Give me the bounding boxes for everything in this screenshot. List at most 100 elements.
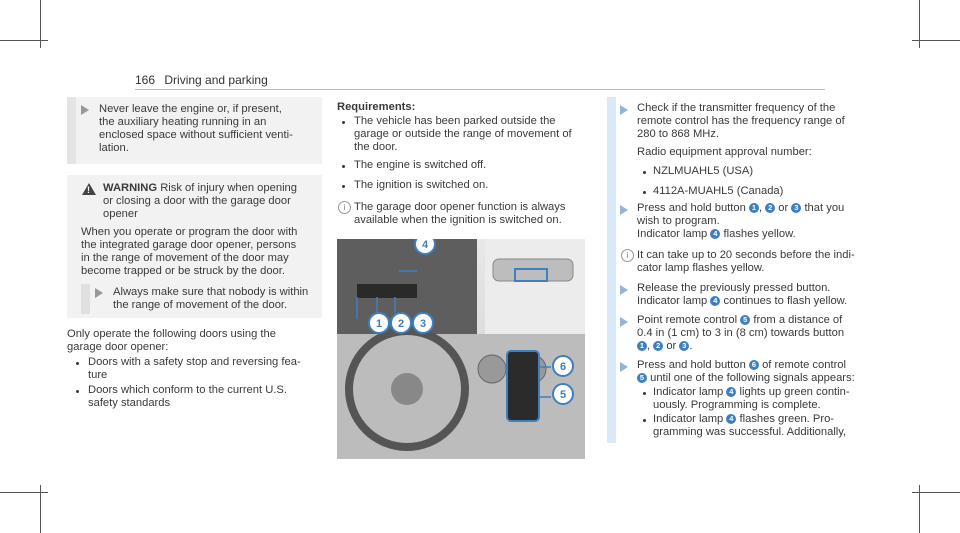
step-text: from a distance of <box>753 314 843 326</box>
warning-line: Risk of injury when opening <box>160 182 297 194</box>
badge-5: 5 <box>740 315 751 326</box>
callout-6: 6 <box>560 361 566 373</box>
bullet <box>643 419 646 422</box>
step-arrow-icon <box>81 105 89 115</box>
column-left: Never leave the engine or, if present, t… <box>67 0 322 533</box>
warning-title: WARNING <box>103 182 158 194</box>
requirements-title: Requirements: <box>337 101 416 113</box>
badge-3: 3 <box>791 203 802 214</box>
paragraph-line: garage door opener: <box>67 341 169 353</box>
info-line: The garage door opener function is alway… <box>354 201 566 213</box>
crop-mark <box>912 40 960 41</box>
crop-mark <box>0 40 48 41</box>
badge-2: 2 <box>653 341 664 352</box>
warning-step-line: Always make sure that nobody is within <box>113 286 309 298</box>
approval-item: 4112A-MUAHL5 (Canada) <box>653 185 784 197</box>
step-text: flashes green. Pro- <box>739 413 835 425</box>
step-line: gramming was successful. Additionally, <box>653 426 847 438</box>
note-line: Never leave the engine or, if present, <box>99 103 282 115</box>
bullet-line: Doors which conform to the current U.S. <box>88 384 287 396</box>
requirement-line: the door. <box>354 141 398 153</box>
crop-mark <box>0 492 48 493</box>
garage-opener-illustration: 1 2 3 4 5 6 <box>337 239 585 459</box>
callout-4: 4 <box>422 239 429 251</box>
callout-3: 3 <box>420 318 426 330</box>
car-interior-illustration: 1 2 3 4 5 6 <box>337 239 585 459</box>
air-vent <box>477 354 507 384</box>
crop-mark <box>40 0 41 48</box>
crop-mark <box>912 492 960 493</box>
info-line: It can take up to 20 seconds before the … <box>637 249 855 261</box>
requirement-line: The vehicle has been parked outside the <box>354 115 556 127</box>
bullet-line: Doors with a safety stop and reversing f… <box>88 356 301 368</box>
header-rule <box>135 89 825 90</box>
note-line: enclosed space without sufficient venti- <box>99 129 293 141</box>
indicator-lamp-highlight <box>514 268 548 282</box>
bullet-line: safety standards <box>88 397 171 409</box>
step-text: lights up green contin- <box>739 386 850 398</box>
step-text: flashes yellow. <box>723 228 796 240</box>
badge-6: 6 <box>748 360 759 371</box>
step-text: Indicator lamp <box>637 228 708 240</box>
step-bar <box>607 97 616 443</box>
note-line: the auxiliary heating running in an <box>99 116 267 128</box>
badge-4: 4 <box>726 414 737 425</box>
step-line: uously. Programming is complete. <box>653 399 821 411</box>
approval-label: Radio equipment approval number: <box>637 146 812 158</box>
step-text: Indicator lamp <box>637 295 708 307</box>
crop-mark <box>919 0 920 48</box>
callout-2: 2 <box>398 318 404 330</box>
warning-step-line: the range of movement of the door. <box>113 299 288 311</box>
or-text: or <box>778 202 789 214</box>
warning-body-line: the integrated garage door opener, perso… <box>81 239 297 251</box>
warning-line: opener <box>103 208 138 220</box>
steering-hub <box>391 373 423 405</box>
crop-mark <box>40 485 41 533</box>
warning-line: or closing a door with the garage door <box>103 195 291 207</box>
page-header: 166 Driving and parking <box>135 73 268 87</box>
badge-5: 5 <box>637 373 647 384</box>
step-arrow-icon <box>620 317 628 327</box>
remote-control <box>506 350 540 422</box>
step-line: 280 to 868 MHz. <box>637 128 720 140</box>
step-arrow-icon <box>620 205 628 215</box>
badge-1: 1 <box>748 203 759 214</box>
step-text: that you <box>804 202 845 214</box>
note-box <box>67 97 322 164</box>
windscreen-view <box>485 239 585 334</box>
warning-icon <box>82 183 96 197</box>
warning-body-line: become trapped or be struck by the door. <box>81 265 285 277</box>
bullet <box>342 165 345 168</box>
button-strip <box>357 284 417 298</box>
step-text: Press and hold button <box>637 359 746 371</box>
callout-5: 5 <box>560 389 566 401</box>
step-line: wish to program. <box>637 215 720 227</box>
requirement-line: garage or outside the range of movement … <box>354 128 572 140</box>
step-arrow-icon <box>620 285 628 295</box>
step-line: Check if the transmitter frequency of th… <box>637 102 836 114</box>
step-line: Release the previously pressed button. <box>637 282 831 294</box>
bullet <box>76 390 79 393</box>
badge-2: 2 <box>765 203 776 214</box>
bullet <box>342 121 345 124</box>
warning-body-line: When you operate or program the door wit… <box>81 226 298 238</box>
step-arrow-icon <box>620 105 628 115</box>
column-middle: Requirements: The vehicle has been parke… <box>337 0 587 533</box>
crop-mark <box>919 485 920 533</box>
warning-step-bar <box>81 284 90 314</box>
step-text: of remote control <box>762 359 847 371</box>
warning-box <box>67 175 322 318</box>
step-text: Press and hold button <box>637 202 746 214</box>
bullet <box>643 191 646 194</box>
bullet <box>643 171 646 174</box>
bullet-line: ture <box>88 369 108 381</box>
step-text: Point remote control <box>637 314 738 326</box>
callout-1: 1 <box>376 318 382 330</box>
requirement-line: The ignition is switched on. <box>354 179 489 191</box>
step-arrow-icon <box>620 362 628 372</box>
step-text: Indicator lamp <box>653 386 724 398</box>
or-text: or <box>666 340 677 352</box>
note-bar <box>67 97 76 164</box>
section-title: Driving and parking <box>164 73 268 87</box>
badge-4: 4 <box>726 387 737 398</box>
